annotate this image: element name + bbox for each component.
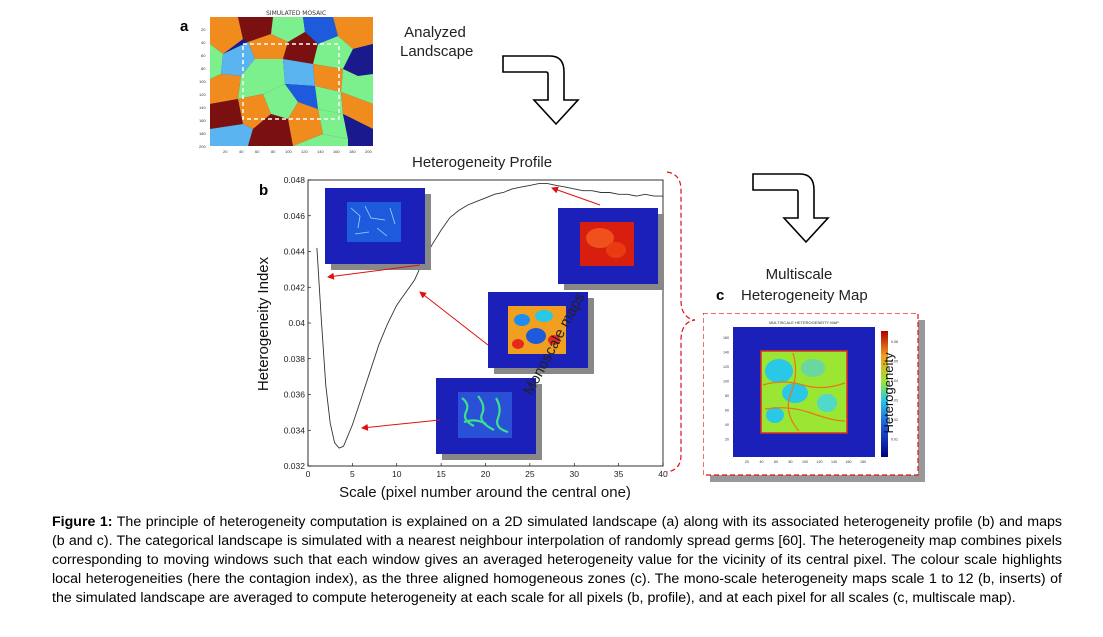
caption-text: The principle of heterogeneity computati… <box>52 514 1062 606</box>
map-tick-label: 0.02 <box>891 418 898 422</box>
panel-a-x-ticks: 20 40 60 80 100 120 140 160 180 200 <box>223 149 372 154</box>
panel-a-letter: a <box>180 18 189 35</box>
analyzed-landscape-line1: Analyzed <box>404 24 466 41</box>
map-tick-label: 0.01 <box>891 438 898 442</box>
svg-text:180: 180 <box>349 149 356 154</box>
curved-arrow-icon-1 <box>502 55 580 126</box>
y-tick-label: 0.046 <box>284 211 306 221</box>
y-tick-label: 0.048 <box>284 175 306 185</box>
y-tick-label: 0.036 <box>284 390 306 400</box>
svg-text:40: 40 <box>201 40 206 45</box>
caption-label: Figure 1: <box>52 514 113 530</box>
svg-text:140: 140 <box>317 149 324 154</box>
mosaic-polygons <box>210 17 373 146</box>
map-tick-label: 80 <box>789 460 793 464</box>
map-tick-label: 120 <box>817 460 823 464</box>
heterogeneity-profile-chart: 0 5 10 15 20 25 30 35 40 0.032 0.034 0.036 0.038 0.04… <box>255 175 668 501</box>
y-tick-label: 0.04 <box>288 318 305 328</box>
heterogeneity-profile-line <box>316 183 663 449</box>
panel-c-title-line2: Heterogeneity Map <box>741 287 868 304</box>
map-tick-label: 40 <box>725 423 729 427</box>
colorbar <box>881 331 888 457</box>
analyzed-landscape-line2: Landscape <box>400 43 474 60</box>
svg-text:60: 60 <box>255 149 260 154</box>
svg-text:60: 60 <box>201 53 206 58</box>
x-tick-label: 10 <box>392 469 402 479</box>
multiscale-map-panel: MULTISCALE HETEROGENEITY MAP 160 140 120 10… <box>703 313 925 482</box>
svg-text:100: 100 <box>285 149 292 154</box>
map-tick-label: 100 <box>723 380 729 384</box>
x-tick-label: 15 <box>436 469 446 479</box>
svg-text:200: 200 <box>365 149 372 154</box>
y-tick-label: 0.032 <box>284 461 306 471</box>
x-tick-label: 30 <box>570 469 580 479</box>
map-tick-label: 80 <box>725 394 729 398</box>
red-arrows <box>327 186 601 431</box>
map-tick-label: 40 <box>760 460 764 464</box>
analysis-window-rect <box>242 43 340 120</box>
svg-text:180: 180 <box>199 131 206 136</box>
svg-text:160: 160 <box>333 149 340 154</box>
map-tick-label: 160 <box>723 336 729 340</box>
svg-text:200: 200 <box>199 144 206 149</box>
analyzed-landscape-label: Analyzed Landscape <box>400 23 474 61</box>
svg-text:20: 20 <box>223 149 228 154</box>
curved-arrow-icon-2 <box>752 173 830 244</box>
map-tick-label: 60 <box>725 409 729 413</box>
heterogeneity-profile-title: Heterogeneity Profile <box>412 154 553 171</box>
y-tick-label: 0.034 <box>284 425 306 435</box>
map-tick-label: 180 <box>860 460 866 464</box>
svg-text:120: 120 <box>301 149 308 154</box>
x-tick-label: 20 <box>481 469 491 479</box>
x-tick-label: 0 <box>306 469 311 479</box>
panel-a-mosaic-map: 20 40 60 80 100 120 140 160 180 200 20 40 60 80… <box>199 17 373 154</box>
map-tick-label: 0.04 <box>891 379 898 383</box>
svg-text:140: 140 <box>199 105 206 110</box>
chart-y-axis-label: Heterogeneity Index <box>255 256 272 391</box>
panel-c-title-line1: Multiscale <box>765 266 833 283</box>
monoscale-map-inset-3 <box>488 292 594 374</box>
x-tick-label: 35 <box>614 469 624 479</box>
map-tick-label: 60 <box>774 460 778 464</box>
svg-text:100: 100 <box>199 79 206 84</box>
svg-text:160: 160 <box>199 118 206 123</box>
chart-x-axis-label: Scale (pixel number around the central o… <box>339 484 631 501</box>
map-tick-label: 140 <box>831 460 837 464</box>
monoscale-map-inset-1 <box>325 188 431 270</box>
y-tick-label: 0.044 <box>284 247 306 257</box>
multiscale-map-title: MULTISCALE HETEROGENEITY MAP <box>769 320 839 325</box>
monoscale-map-inset-2 <box>558 208 664 290</box>
svg-text:20: 20 <box>201 27 206 32</box>
panel-a-map-title: SIMULATED MOSAIC <box>266 10 327 17</box>
svg-text:120: 120 <box>199 92 206 97</box>
map-tick-label: 20 <box>725 438 729 442</box>
svg-text:80: 80 <box>271 149 276 154</box>
panel-a-y-ticks: 20 40 60 80 100 120 140 160 180 200 <box>199 27 206 149</box>
map-tick-label: 120 <box>723 365 729 369</box>
x-tick-label: 25 <box>525 469 535 479</box>
panel-b-letter: b <box>259 182 269 199</box>
x-tick-label: 5 <box>350 469 355 479</box>
x-tick-label: 40 <box>658 469 668 479</box>
y-tick-label: 0.042 <box>284 282 306 292</box>
y-tick-label: 0.038 <box>284 354 306 364</box>
map-tick-label: 160 <box>846 460 852 464</box>
colorbar-label: Heterogeneity <box>881 352 896 433</box>
map-tick-label: 100 <box>802 460 808 464</box>
map-tick-label: 0.03 <box>891 399 898 403</box>
red-dashed-bracket <box>666 171 696 473</box>
map-tick-label: 0.05 <box>891 360 898 364</box>
map-tick-label: 0.06 <box>891 340 898 344</box>
svg-text:80: 80 <box>201 66 206 71</box>
panel-c-letter: c <box>716 287 725 304</box>
svg-text:40: 40 <box>239 149 244 154</box>
figure-caption: Figure 1: The principle of heterogeneity… <box>52 513 1062 608</box>
map-tick-label: 140 <box>723 351 729 355</box>
monoscale-map-inset-4 <box>436 378 542 460</box>
map-tick-label: 20 <box>745 460 749 464</box>
